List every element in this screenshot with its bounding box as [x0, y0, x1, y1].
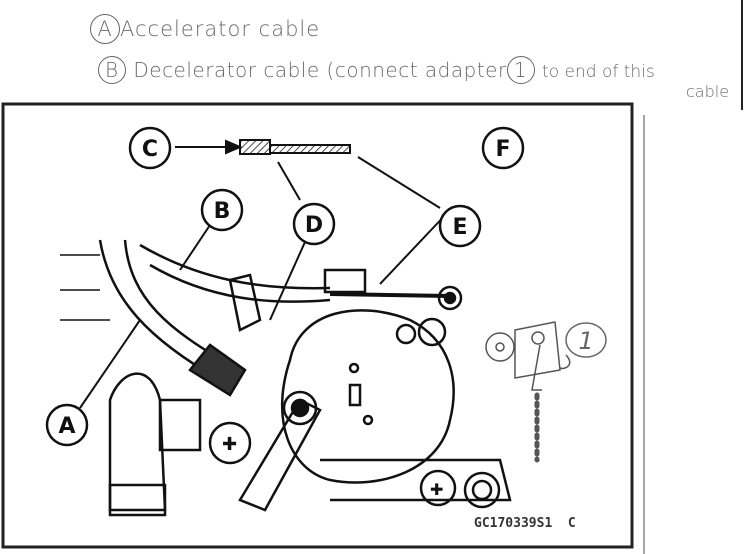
- svg-text:✚: ✚: [430, 480, 443, 499]
- svg-text:F: F: [495, 137, 510, 162]
- note-decelerator-text: Decelerator cable (connect adapter: [133, 58, 507, 82]
- throttle-pulley: ✚ ✚: [108, 268, 512, 517]
- svg-text:B: B: [214, 199, 231, 224]
- callout-d: D: [292, 202, 336, 246]
- svg-text:A: A: [58, 414, 75, 439]
- note-decelerator-tail: to end of this: [542, 62, 655, 82]
- note-decelerator-tail2: cable: [686, 82, 730, 101]
- diagram-frame: [1, 102, 634, 549]
- callout-b: B: [200, 188, 244, 232]
- callout-e: E: [438, 204, 482, 248]
- svg-text:1: 1: [578, 327, 593, 355]
- callout-a: A: [45, 403, 89, 447]
- note-marker-b: B: [98, 56, 126, 84]
- figure-code: GC170339S1 C: [474, 516, 576, 531]
- svg-text:E: E: [452, 215, 467, 240]
- cable-end-detail: [175, 139, 451, 285]
- adapter-sketch: [485, 321, 571, 463]
- note-accelerator-text: Accelerator cable: [120, 17, 321, 41]
- note-marker-1: 1: [506, 56, 535, 84]
- svg-text:D: D: [305, 213, 323, 238]
- svg-text:C: C: [142, 137, 158, 162]
- cables: [60, 239, 451, 382]
- callout-adapter-1: 1: [565, 322, 607, 358]
- svg-text:✚: ✚: [222, 434, 237, 455]
- note-marker-a: A: [90, 14, 120, 44]
- callout-f: F: [481, 126, 525, 170]
- callout-c: C: [128, 126, 172, 170]
